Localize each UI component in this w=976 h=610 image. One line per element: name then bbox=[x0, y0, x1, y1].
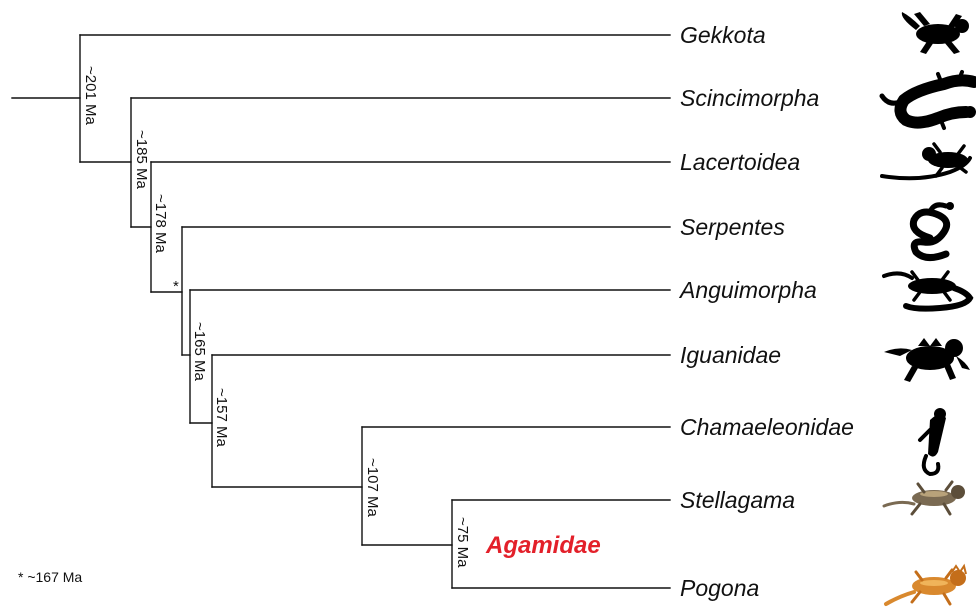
taxon-scincimorpha: Scincimorpha bbox=[680, 85, 819, 111]
gecko-silhouette-icon bbox=[901, 12, 969, 54]
agamidae-clade-label: Agamidae bbox=[485, 532, 601, 559]
node-age-157: ~157 Ma bbox=[213, 388, 230, 447]
taxon-anguimorpha: Anguimorpha bbox=[678, 277, 817, 303]
node-age-75: ~75 Ma bbox=[454, 517, 471, 568]
taxon-lacertoidea: Lacertoidea bbox=[680, 149, 800, 175]
monitor-lizard-silhouette-icon bbox=[882, 270, 974, 312]
node-age-labels: ~201 Ma ~185 Ma ~178 Ma * ~165 Ma ~157 M… bbox=[82, 66, 471, 568]
node-age-178: ~178 Ma bbox=[152, 194, 169, 253]
snake-silhouette-icon bbox=[909, 202, 954, 261]
taxon-serpentes: Serpentes bbox=[680, 214, 785, 240]
taxon-labels: Gekkota Scincimorpha Lacertoidea Serpent… bbox=[678, 22, 854, 601]
chameleon-silhouette-icon bbox=[918, 408, 946, 477]
iguana-silhouette-icon bbox=[884, 338, 970, 382]
skink-silhouette-icon bbox=[879, 70, 976, 130]
node-age-185: ~185 Ma bbox=[133, 130, 150, 189]
stellagama-photo-icon bbox=[882, 480, 965, 516]
taxon-chamaeleonidae: Chamaeleonidae bbox=[680, 414, 854, 440]
node-age-marker-star: * bbox=[173, 278, 179, 295]
taxon-silhouettes bbox=[879, 12, 976, 606]
taxon-stellagama: Stellagama bbox=[680, 487, 795, 513]
bearded-dragon-photo-icon bbox=[884, 563, 967, 606]
node-age-165: ~165 Ma bbox=[191, 322, 208, 381]
tree-branches bbox=[11, 34, 671, 589]
node-age-107: ~107 Ma bbox=[364, 458, 381, 517]
footnote: * ~167 Ma bbox=[18, 569, 82, 585]
node-age-201: ~201 Ma bbox=[82, 66, 99, 125]
taxon-gekkota: Gekkota bbox=[680, 22, 766, 48]
lacertid-silhouette-icon bbox=[880, 142, 972, 181]
taxon-pogona: Pogona bbox=[680, 575, 759, 601]
taxon-iguanidae: Iguanidae bbox=[680, 342, 781, 368]
